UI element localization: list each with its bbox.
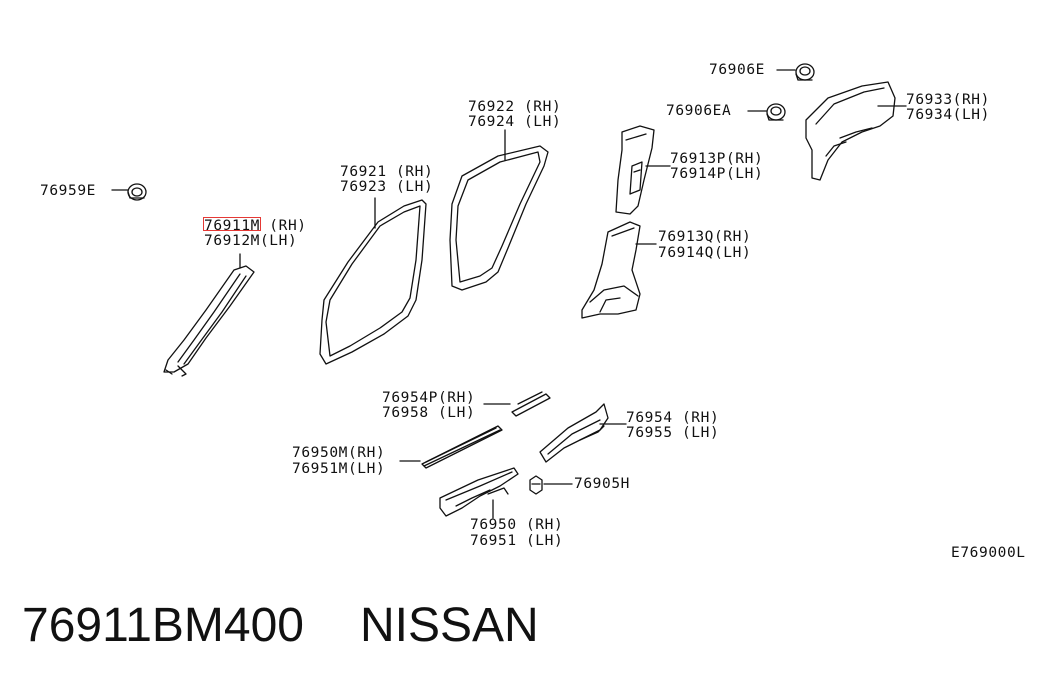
front-pillar-trim-76911m — [163, 253, 255, 377]
label-76913p[interactable]: 76913P(RH) — [670, 151, 764, 167]
label-76924[interactable]: 76924 (LH) — [468, 114, 562, 130]
diagram-code: E769000L — [951, 545, 1026, 561]
label-76958[interactable]: 76958 (LH) — [382, 405, 476, 421]
label-76959e[interactable]: 76959E — [40, 183, 96, 199]
label-76951m[interactable]: 76951M(LH) — [292, 461, 386, 477]
label-76933[interactable]: 76933(RH) — [906, 92, 990, 108]
label-76934[interactable]: 76934(LH) — [906, 107, 990, 123]
kicking-plate-76950 — [439, 467, 519, 519]
label-76950[interactable]: 76950 (RH) — [470, 517, 564, 533]
center-pillar-upper-76913p — [615, 125, 671, 215]
label-76955[interactable]: 76955 (LH) — [626, 425, 720, 441]
label-76922[interactable]: 76922 (RH) — [468, 99, 562, 115]
label-76954[interactable]: 76954 (RH) — [626, 410, 720, 426]
sill-strip-76954p — [483, 391, 551, 417]
rear-pillar-trim-76933 — [805, 81, 907, 181]
part-highlight-box — [203, 217, 261, 231]
clip-76905h — [529, 475, 573, 495]
label-76913q[interactable]: 76913Q(RH) — [658, 229, 752, 245]
part-number-caption: 76911BM400 — [22, 599, 304, 652]
label-76923[interactable]: 76923 (LH) — [340, 179, 434, 195]
label-76911m[interactable]: 76911M (RH) — [204, 218, 307, 234]
label-76914p[interactable]: 76914P(LH) — [670, 166, 764, 182]
label-76921[interactable]: 76921 (RH) — [340, 164, 434, 180]
label-76914q[interactable]: 76914Q(LH) — [658, 245, 752, 261]
clip-76959e — [111, 183, 147, 201]
label-76951[interactable]: 76951 (LH) — [470, 533, 564, 549]
rear-door-weatherstrip-76922 — [449, 129, 549, 291]
label-76954p[interactable]: 76954P(RH) — [382, 390, 476, 406]
label-76906ea[interactable]: 76906EA — [666, 103, 732, 119]
grommet-76906ea — [747, 103, 786, 121]
front-door-weatherstrip-76921 — [319, 197, 427, 365]
brand-caption: NISSAN — [360, 599, 539, 652]
label-76905h[interactable]: 76905H — [574, 476, 630, 492]
label-76906e[interactable]: 76906E — [709, 62, 765, 78]
label-76912m[interactable]: 76912M(LH) — [204, 233, 298, 249]
kicking-plate-76954 — [539, 403, 627, 463]
grommet-76906e — [776, 63, 815, 81]
center-pillar-lower-76913q — [581, 221, 657, 319]
label-76950m[interactable]: 76950M(RH) — [292, 445, 386, 461]
sill-strip-76950m — [399, 425, 503, 469]
